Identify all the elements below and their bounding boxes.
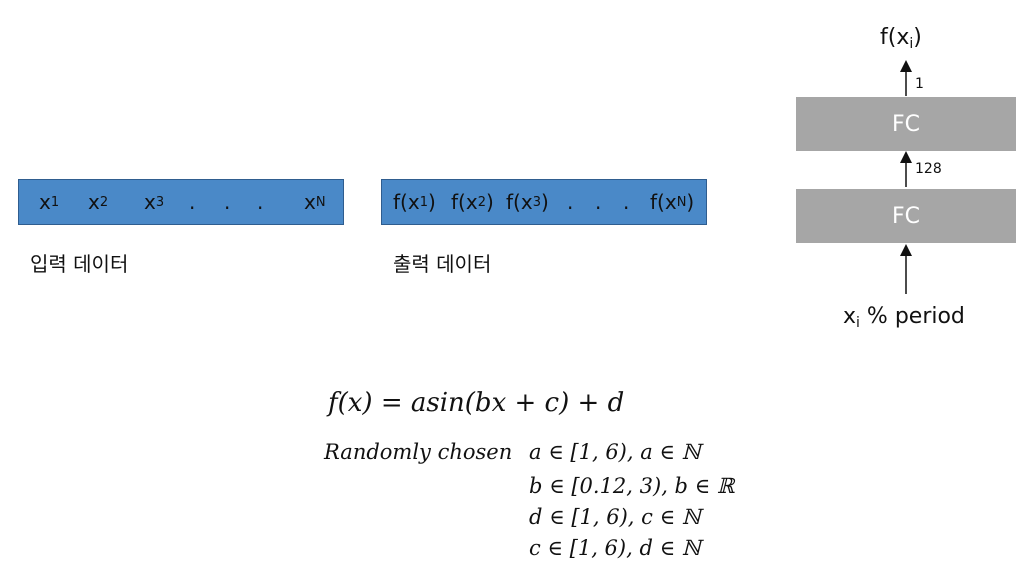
condition-a: a ∈ [1, 6), a ∈ ℕ bbox=[529, 440, 701, 464]
formula-prefix: Randomly chosen bbox=[324, 440, 513, 464]
top-arrow-label: 1 bbox=[915, 76, 924, 92]
condition-b: b ∈ [0.12, 3), b ∈ ℝ bbox=[529, 474, 735, 498]
input-data-caption: 입력 데이터 bbox=[30, 252, 129, 276]
middle-arrow-label: 128 bbox=[915, 161, 942, 177]
input-ellipsis-3: . bbox=[257, 190, 264, 214]
output-ellipsis-2: . bbox=[595, 190, 602, 214]
fc-layer-bottom: FC bbox=[796, 189, 1016, 243]
fc-layer-top: FC bbox=[796, 97, 1016, 151]
output-ellipsis-1: . bbox=[567, 190, 574, 214]
network-output-label: f(xi) bbox=[880, 25, 922, 52]
input-ellipsis-2: . bbox=[224, 190, 231, 214]
condition-d: d ∈ [1, 6), c ∈ ℕ bbox=[529, 505, 701, 529]
network-input-label: xi % period bbox=[843, 304, 965, 331]
output-ellipsis-3: . bbox=[623, 190, 630, 214]
condition-c: c ∈ [1, 6), d ∈ ℕ bbox=[529, 536, 701, 560]
main-formula: f(x) = asin(bx + c) + d bbox=[328, 388, 625, 418]
input-ellipsis-1: . bbox=[189, 190, 196, 214]
output-data-caption: 출력 데이터 bbox=[393, 252, 492, 276]
